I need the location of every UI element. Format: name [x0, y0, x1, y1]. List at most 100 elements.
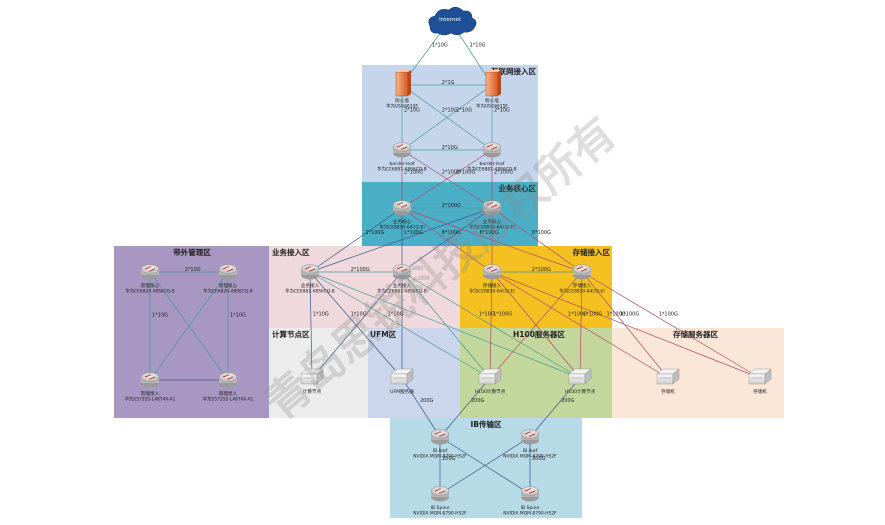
link-srv_h2-ibl2 [529, 377, 581, 438]
device-srv-st1[interactable]: 存储机 [656, 368, 680, 395]
device-model: 华为CE6881-48S6CQ-B [467, 166, 517, 173]
device-name: 存储接入 [483, 282, 502, 289]
internet-label: Internet [439, 17, 462, 23]
server-icon [300, 368, 324, 385]
link-ba2-srv_h1 [401, 271, 491, 379]
device-name: 业务接入 [301, 282, 320, 289]
link-fw2-bl1 [401, 84, 493, 151]
device-name: 存储机 [753, 388, 767, 395]
link-label: 1*10G [230, 312, 246, 318]
link-label: 2*100G [442, 169, 461, 175]
device-model: 华为USG6615F [386, 103, 418, 110]
device-model: 华为CE6881-48S6CQ-B [377, 166, 427, 173]
device-model: 华为S5735S-L48T4X-A1 [125, 396, 176, 403]
device-srv-ufm[interactable]: UFM服务器 [390, 368, 414, 395]
link-ba1-srv_h2 [309, 271, 581, 379]
link-label: 1*100G [365, 230, 384, 236]
zone-title-ufm: UFM区 [370, 330, 397, 339]
device-srv-h1[interactable]: H100计算节点 [475, 368, 506, 395]
server-icon [478, 368, 502, 385]
link-label: 1*10G [351, 312, 367, 318]
link-srv_ufm-ibl1 [401, 377, 441, 438]
zone-title-compute-node: 计算节点区 [272, 329, 310, 339]
link-label: 1*100G [659, 312, 678, 318]
link-label: 1*10G [432, 42, 448, 48]
link-core2-ba1 [309, 207, 493, 273]
server-icon [390, 368, 414, 385]
zone-title-storage-access: 存储接入区 [572, 247, 611, 257]
zone-title-internet-access: 互联网接入区 [491, 66, 536, 76]
switch-icon [430, 486, 450, 502]
link-label: 200G [561, 398, 575, 404]
link-bl2-core1 [401, 149, 493, 209]
link-core1-sa1 [401, 207, 493, 273]
zone-title-oob-mgmt: 带外管理区 [173, 247, 211, 257]
device-name: 业务接入 [393, 282, 412, 289]
link-sa1-srv_h1 [489, 271, 493, 379]
device-name: 业务核心 [393, 218, 412, 225]
device-srv-compute[interactable]: 计算节点 [300, 368, 324, 395]
device-model: 华为CE8850-64CQ-EI [379, 224, 424, 231]
device-srv-h2[interactable]: H100计算节点 [565, 368, 596, 395]
link-label: 2*100G [442, 203, 461, 209]
switch-icon [218, 372, 238, 388]
device-model: 华为CE8850-64CQ-EI [469, 288, 514, 295]
firewall-icon [485, 70, 501, 97]
zone-internet-access [362, 65, 538, 182]
link-label: 1*100G [493, 312, 512, 318]
link-label: 1*10G [388, 312, 404, 318]
switch-icon [300, 264, 320, 280]
device-name: H100计算节点 [565, 388, 596, 395]
link-ba1-srv_ufm [309, 271, 403, 379]
switch-icon [430, 429, 450, 445]
device-model: 华为CE8850-64CQ-EI [469, 224, 514, 231]
device-name: IB leaf [523, 448, 538, 454]
switch-icon [482, 200, 502, 216]
link-label: 2*10G [442, 145, 458, 151]
link-sa1-srv_st2 [491, 271, 761, 379]
link-label: 2*10G [185, 267, 201, 273]
device-srv-st2[interactable]: 存储机 [748, 368, 772, 395]
switch-icon [218, 264, 238, 280]
link-label: 2*1G [442, 80, 455, 86]
link-label: 2*10G [456, 107, 472, 113]
link-label: 1*10G [470, 42, 486, 48]
zone-business-core [362, 182, 538, 246]
link-label: 200G [532, 456, 546, 462]
link-ibl2-ibs1 [439, 436, 531, 495]
switch-icon [482, 264, 502, 280]
device-name: IB Spine [521, 505, 540, 511]
device-name: 管理核心 [141, 282, 160, 289]
link-mgc2-mga1 [149, 271, 229, 381]
device-name: 管理核心 [219, 282, 238, 289]
link-label: 1*10G [152, 312, 168, 318]
switch-icon [520, 429, 540, 445]
device-name: 管理接入 [219, 390, 238, 397]
link-core1-ba1 [309, 207, 403, 273]
zone-ib [390, 418, 582, 518]
server-icon [748, 368, 772, 385]
link-label: 1*100G [583, 312, 602, 318]
link-label: 8*100G [532, 230, 551, 236]
link-label: 2*10G [494, 107, 510, 113]
server-icon [656, 368, 680, 385]
